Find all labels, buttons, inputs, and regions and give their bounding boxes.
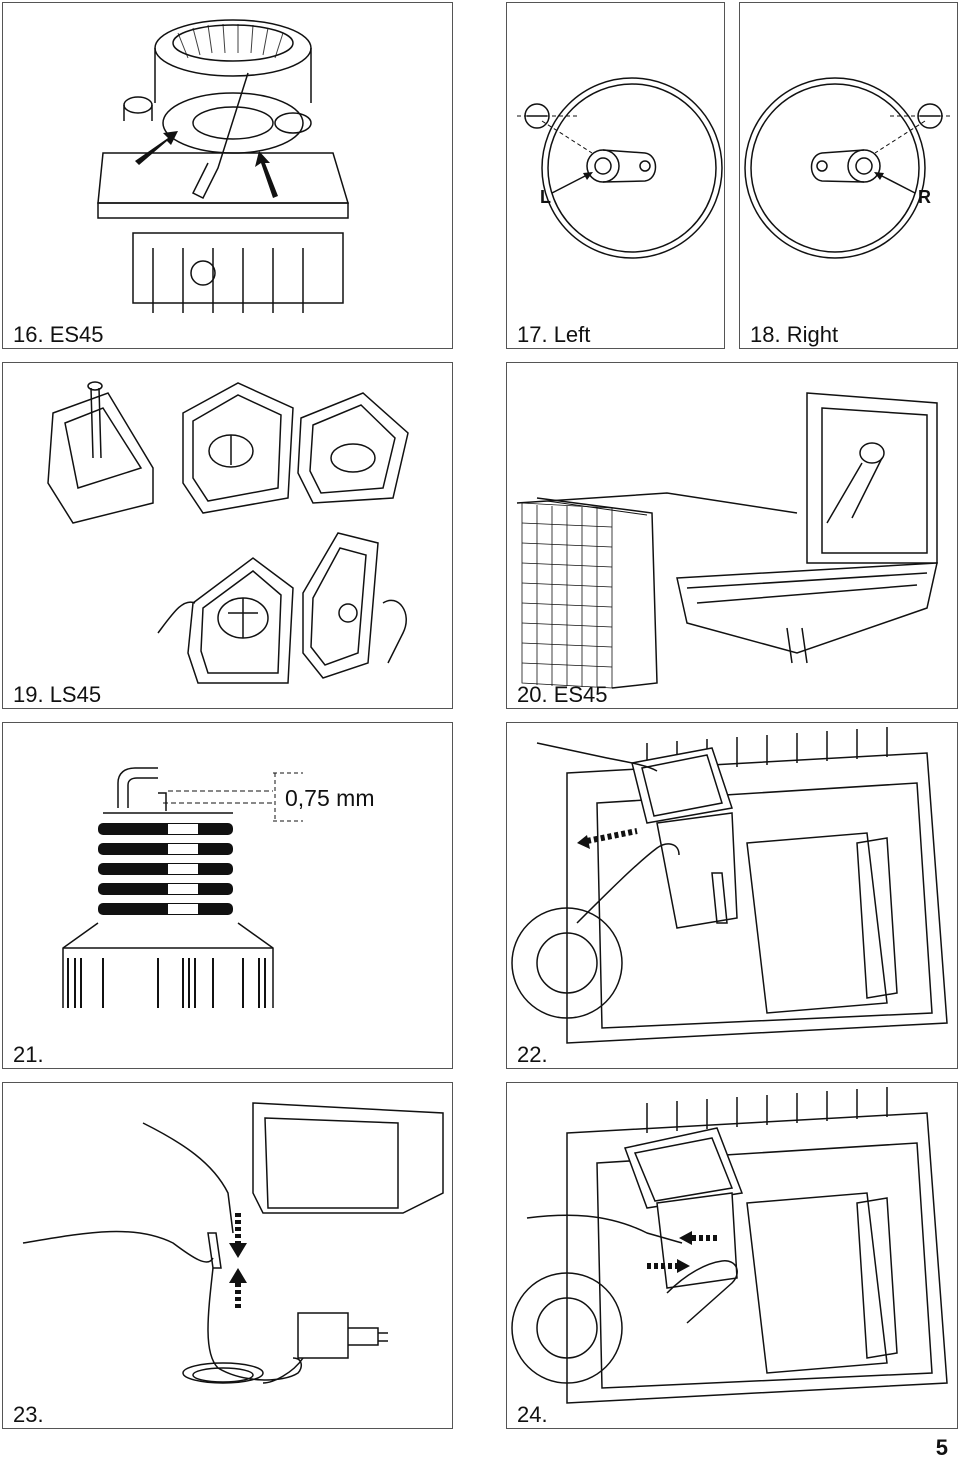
figure-22-panel: 22. [506, 722, 958, 1069]
figure-22-caption: 22. [517, 1042, 548, 1067]
figure-19-caption: 19. LS45 [13, 682, 102, 707]
figure-23-caption: 23. [13, 1402, 44, 1427]
ls45-air-filter-illustration [47, 381, 409, 684]
figure-17-caption: 17. Left [517, 322, 591, 347]
figure-16-panel: 16. ES45 [2, 2, 453, 349]
figure-23-panel: 23. [2, 1082, 453, 1429]
figure-21-panel: 0,75 mm 21. [2, 722, 453, 1069]
page-number: 5 [935, 1435, 948, 1460]
right-marker-label: R [918, 187, 931, 207]
battery-charging-plug-illustration [511, 1087, 948, 1404]
battery-removal-illustration [511, 727, 948, 1044]
figure-20-caption: 20. ES45 [517, 682, 608, 707]
engine-recoil-illustration [97, 19, 350, 313]
figure-17-panel: L 17. Left [506, 2, 725, 349]
figure-19-panel: 19. LS45 [2, 362, 453, 709]
es45-air-filter-illustration [516, 392, 938, 689]
battery-charger-connection-illustration [22, 1102, 444, 1384]
figure-18-caption: 18. Right [750, 322, 839, 347]
figure-24-panel: 24. [506, 1082, 958, 1429]
left-marker-label: L [540, 187, 551, 207]
figure-18-panel: R 18. Right [739, 2, 958, 349]
right-wheel-gear-illustration [744, 77, 950, 259]
figure-21-caption: 21. [13, 1042, 44, 1067]
figure-16-caption: 16. ES45 [13, 322, 104, 347]
left-wheel-gear-illustration [517, 77, 723, 259]
figure-24-caption: 24. [517, 1402, 548, 1427]
spark-plug-gap-illustration [62, 767, 303, 1008]
figure-20-panel: 20. ES45 [506, 362, 958, 709]
gap-measurement-label: 0,75 mm [285, 785, 375, 811]
